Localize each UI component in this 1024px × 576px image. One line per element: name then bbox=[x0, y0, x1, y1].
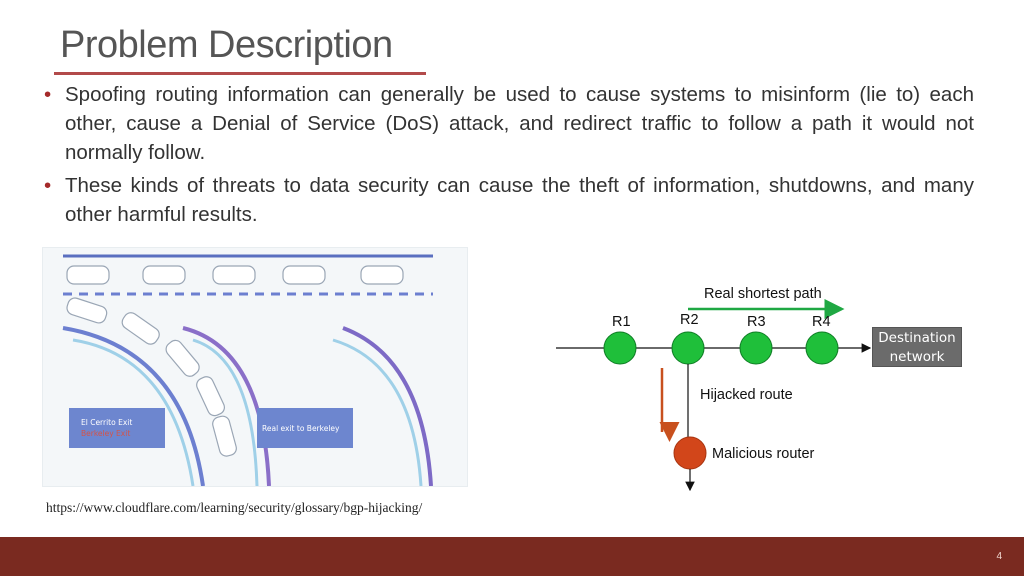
title-underline bbox=[54, 72, 426, 75]
bullet-text: These kinds of threats to data security … bbox=[65, 174, 974, 226]
bullet-item: • These kinds of threats to data securit… bbox=[44, 171, 974, 229]
router-r1-node bbox=[603, 331, 637, 365]
router-r4-label: R4 bbox=[812, 314, 831, 330]
bullet-list: • Spoofing routing information can gener… bbox=[44, 80, 974, 233]
router-r2-label: R2 bbox=[680, 312, 699, 328]
router-r2-node bbox=[671, 331, 705, 365]
bullet-text: Spoofing routing information can general… bbox=[65, 83, 974, 164]
bullet-marker: • bbox=[44, 174, 52, 197]
sign-left-line2: Berkeley Exit bbox=[81, 429, 130, 438]
highway-svg: El Cerrito Exit Berkeley Exit Real exit … bbox=[43, 248, 467, 486]
malicious-router-label: Malicious router bbox=[712, 446, 815, 462]
sign-left-line1: El Cerrito Exit bbox=[81, 418, 132, 427]
malicious-router-node bbox=[673, 436, 707, 470]
image-credit: https://www.cloudflare.com/learning/secu… bbox=[46, 500, 423, 515]
destination-line1: Destination bbox=[878, 330, 956, 346]
slide-title: Problem Description bbox=[60, 24, 393, 66]
routing-diagram-svg bbox=[556, 299, 872, 492]
page-number: 4 bbox=[996, 551, 1002, 562]
router-r4-node bbox=[805, 331, 839, 365]
real-path-label: Real shortest path bbox=[704, 286, 822, 302]
bgp-highway-illustration: El Cerrito Exit Berkeley Exit Real exit … bbox=[42, 247, 468, 487]
footer-bar: 4 bbox=[0, 537, 1024, 576]
hijacked-route-label: Hijacked route bbox=[700, 387, 793, 403]
sign-right-label: Real exit to Berkeley bbox=[262, 424, 340, 433]
destination-network-box: Destination network bbox=[872, 327, 962, 367]
router-r1-label: R1 bbox=[612, 314, 631, 330]
routing-diagram: Real shortest path R1 R2 R3 R4 Destinati… bbox=[540, 280, 980, 500]
destination-line2: network bbox=[889, 349, 945, 365]
router-r3-node bbox=[739, 331, 773, 365]
bullet-marker: • bbox=[44, 83, 52, 106]
router-r3-label: R3 bbox=[747, 314, 766, 330]
bullet-item: • Spoofing routing information can gener… bbox=[44, 80, 974, 167]
